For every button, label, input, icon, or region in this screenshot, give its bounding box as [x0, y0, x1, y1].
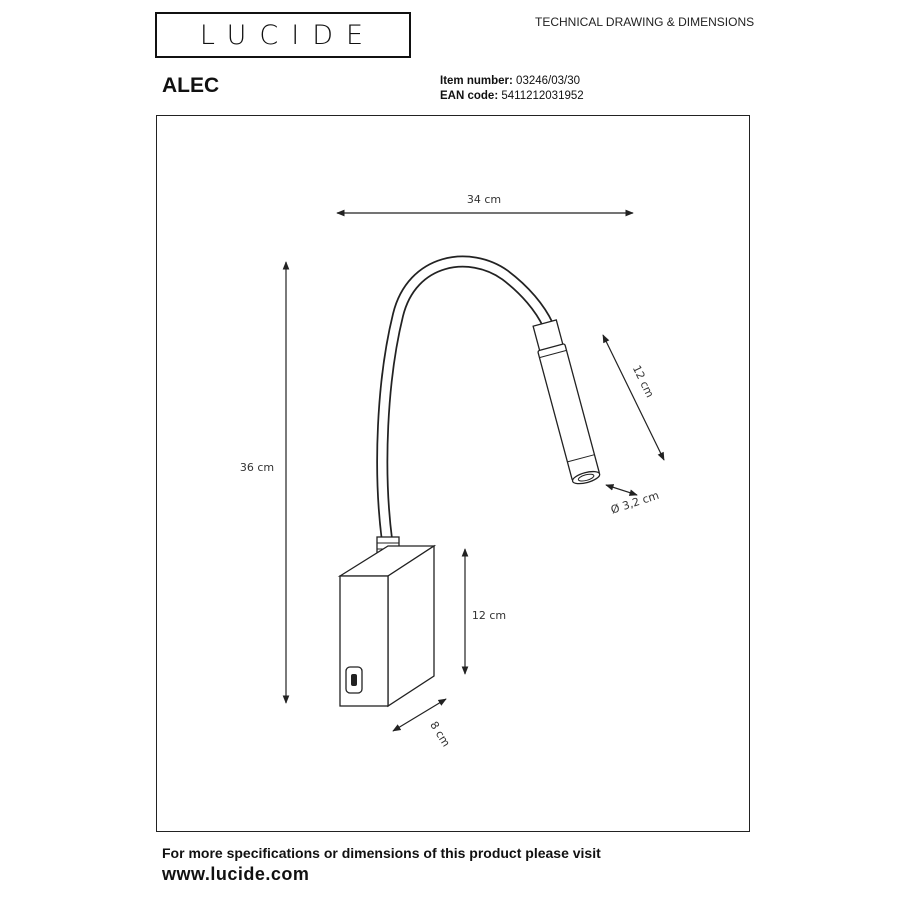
head-diameter-dimension-line — [605, 484, 638, 496]
wall-base — [337, 544, 437, 708]
flexible-arm — [376, 255, 554, 546]
footer-url-link[interactable]: www.lucide.com — [162, 864, 310, 884]
ean-label: EAN code: — [440, 90, 499, 102]
footer-text: For more specifications or dimensions of… — [162, 845, 601, 861]
logo-text: LUCIDE — [199, 19, 377, 51]
head-length-dimension-line — [602, 334, 665, 461]
ean-row: EAN code: 5411212031952 — [440, 89, 584, 104]
document-title: TECHNICAL DRAWING & DIMENSIONS — [535, 15, 755, 29]
product-meta: Item number: 03246/03/30 EAN code: 54112… — [440, 74, 584, 104]
head-length-dimension-label: 12 cm — [630, 363, 657, 399]
base-depth-dimension-label: 8 cm — [427, 719, 452, 749]
height-dimension-label: 36 cm — [240, 461, 274, 474]
item-number-row: Item number: 03246/03/30 — [440, 74, 584, 89]
head-diameter-dimension-label: Ø 3,2 cm — [609, 489, 660, 517]
base-height-dimension-label: 12 cm — [472, 609, 506, 622]
drawing-frame — [156, 115, 750, 832]
product-name: ALEC — [162, 74, 220, 97]
item-number-label: Item number: — [440, 75, 513, 87]
lamp-head — [532, 319, 601, 485]
width-dimension-label: 34 cm — [467, 193, 501, 206]
base-depth-dimension-line — [392, 698, 447, 732]
lucide-logo: LUCIDE — [155, 12, 411, 58]
item-number-value: 03246/03/30 — [516, 75, 580, 87]
ean-value: 5411212031952 — [501, 90, 584, 102]
switch-icon — [345, 666, 363, 694]
